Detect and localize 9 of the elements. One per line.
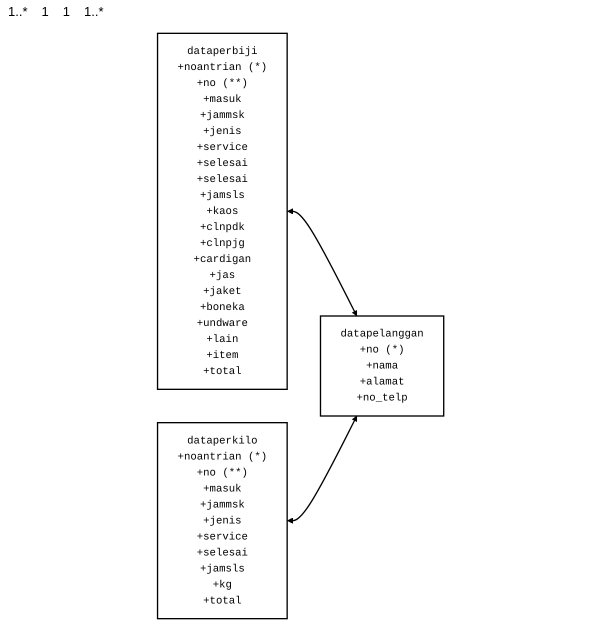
arrow [287,416,357,524]
multiplicity-label: 1..* [84,4,104,21]
multiplicity-label: 1 [62,4,70,21]
node-box: dataperbiji +noantrian (*) +no (**) +masuk +jammsk +jenis +service +selesai +selesai +jamsls +kaos +clnpdk +clnpjg +cardigan +jas +jaket +boneka +undware +lain +item +total [156,32,288,390]
node-box: dataperkilo +noantrian (*) +no (**) +masuk +jammsk +jenis +service +selesai +jamsls +kg +total [156,422,288,620]
multiplicity-label: 1..* [8,4,28,21]
multiplicity-label: 1 [42,4,49,21]
node-box: datapelanggan +no (*) +nama +alamat +no_telp [320,315,444,417]
arrow [287,208,357,316]
